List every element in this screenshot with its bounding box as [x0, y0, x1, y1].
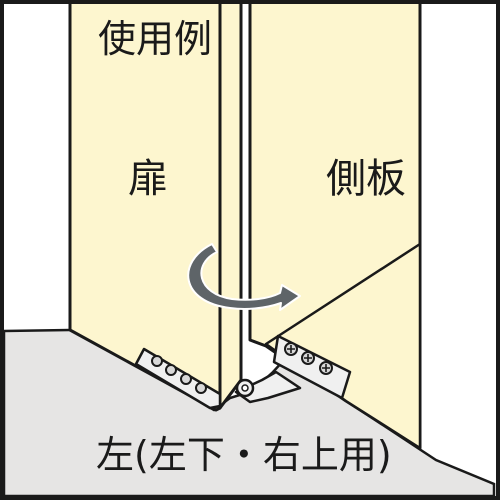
side-panel-label: 側板 — [326, 156, 406, 202]
diagram-title: 使用例 — [98, 17, 213, 61]
side-hinge-leaf — [272, 334, 352, 400]
diagram-illustration — [4, 4, 496, 496]
curved-rotation-arrow-icon — [187, 243, 301, 311]
door-label: 扉 — [128, 156, 168, 202]
door-edge — [218, 4, 243, 410]
hinge-caption: 左(左下・右上用) — [96, 433, 392, 477]
corner-hinge-icon — [234, 370, 302, 404]
door-hinge-leaf — [134, 347, 222, 410]
door-panel — [68, 4, 222, 412]
door-gap — [243, 4, 248, 374]
